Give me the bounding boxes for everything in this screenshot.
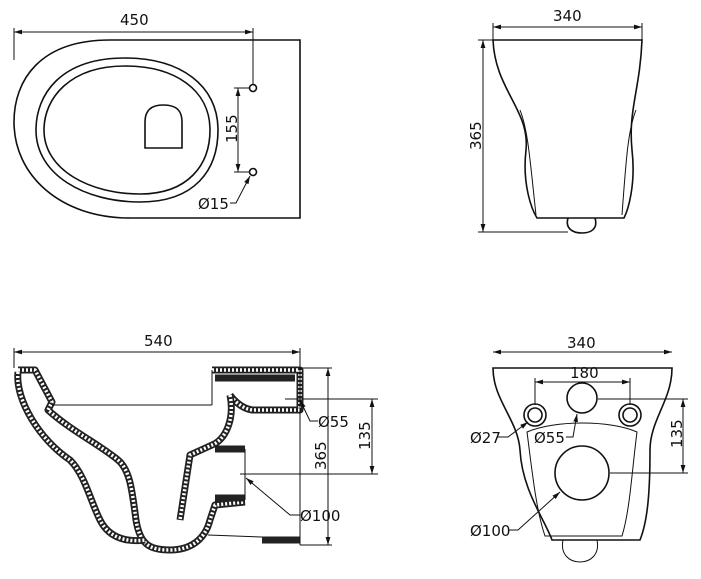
side-section-view: 540 365 135 Ø55 Ø100 <box>13 332 378 554</box>
dimension-bolt-hole-diameter: Ø27 <box>470 429 501 447</box>
dimension-width: 450 <box>120 11 149 29</box>
front-view-outline <box>492 39 643 219</box>
bowl-rim <box>35 57 219 203</box>
back-view-outline <box>492 367 673 541</box>
top-view-outline <box>13 39 301 219</box>
front-view: 340 365 <box>467 7 643 234</box>
dimension-hole-spacing: 155 <box>223 114 241 143</box>
dimension-outlet-diameter: Ø100 <box>470 522 510 540</box>
dimension-height: 365 <box>312 441 330 470</box>
ceramic-section <box>14 366 304 554</box>
back-view: 340 180 135 Ø27 Ø55 Ø100 <box>470 334 688 563</box>
fixing-hole-bottom <box>248 167 258 177</box>
dimension-width: 340 <box>553 7 582 25</box>
top-view: 450 155 Ø15 <box>13 11 301 219</box>
dimension-inlet-diameter: Ø55 <box>534 429 565 447</box>
dimension-height: 365 <box>467 121 485 150</box>
fixing-hole-top <box>248 83 258 93</box>
dimension-length: 540 <box>144 332 173 350</box>
dimension-outlet-diameter: Ø100 <box>300 507 340 525</box>
inlet-hole <box>566 382 598 414</box>
dimension-inlet-diameter: Ø55 <box>318 413 349 431</box>
dimension-inlet-offset: 135 <box>668 419 686 448</box>
outlet-hole <box>554 445 610 501</box>
dimension-width: 340 <box>567 334 596 352</box>
dimension-bolt-spacing: 180 <box>570 364 599 382</box>
seat-opening <box>144 104 183 149</box>
dimension-hole-diameter: Ø15 <box>198 195 229 213</box>
outlet-bump <box>566 217 597 234</box>
bowl-inner <box>43 65 211 195</box>
bolt-hole-left <box>523 403 547 427</box>
dimension-inlet-offset: 135 <box>356 421 374 450</box>
bolt-hole-right <box>618 403 642 427</box>
